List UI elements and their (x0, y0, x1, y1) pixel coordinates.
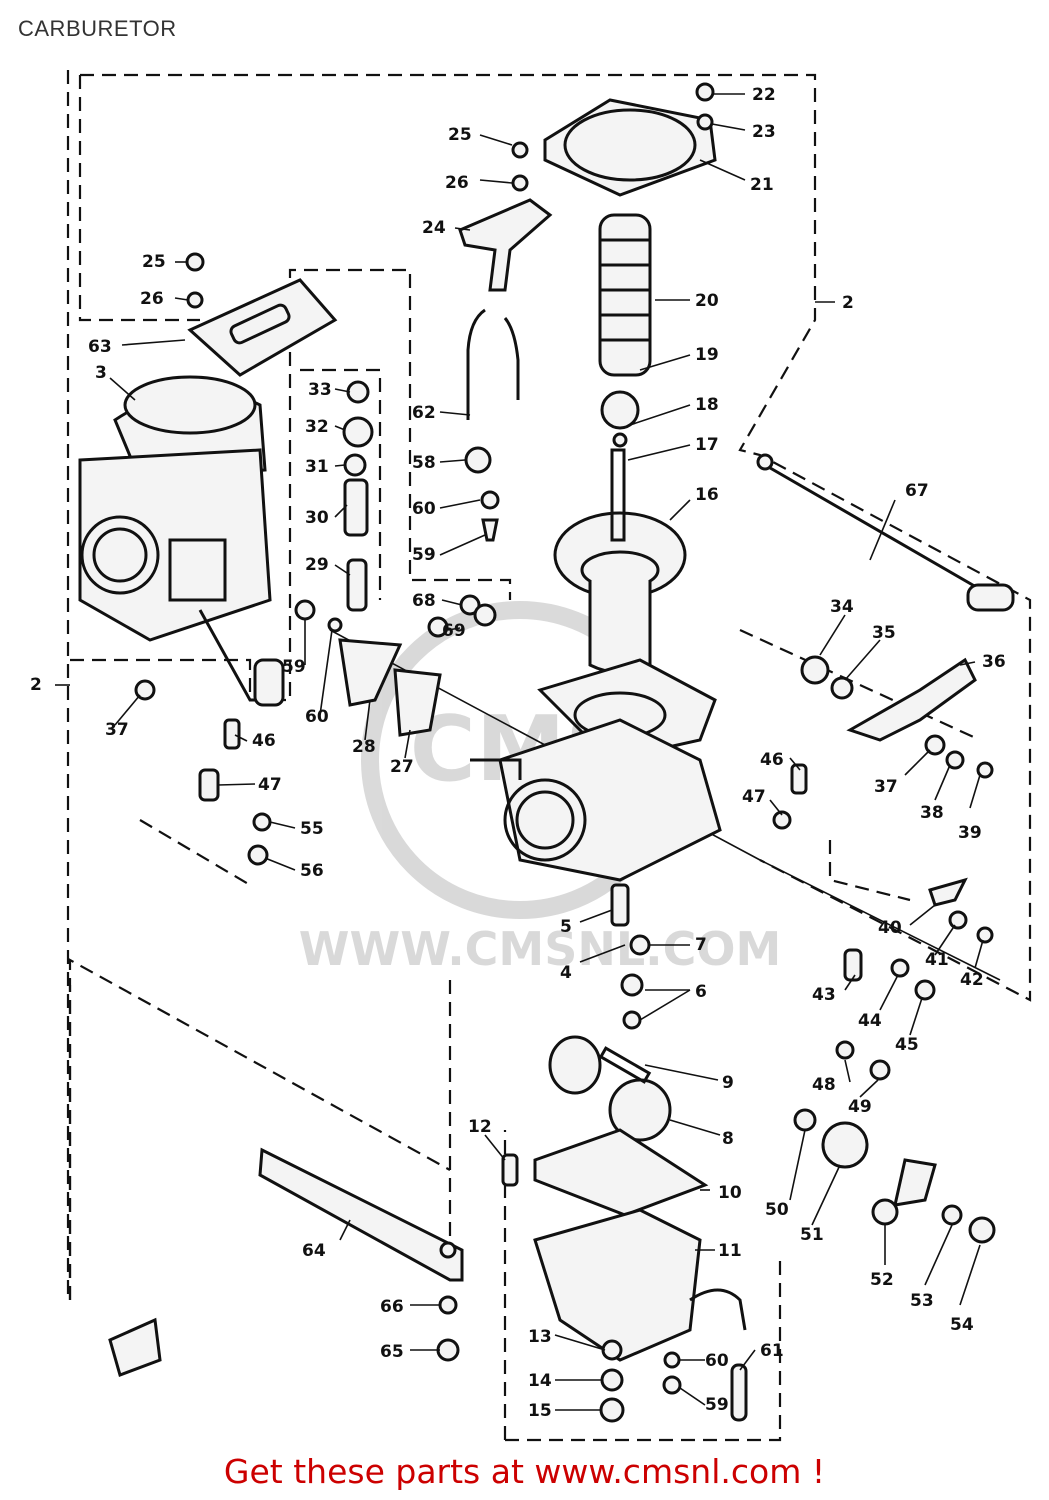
callout-59: 59 (412, 545, 436, 565)
callout-37: 37 (105, 720, 129, 740)
callout-2: 2 (842, 293, 854, 313)
callout-10: 10 (718, 1183, 742, 1203)
cover-plate (187, 278, 338, 377)
callout-60: 60 (412, 499, 436, 519)
callout-11: 11 (718, 1241, 742, 1261)
callout-40: 40 (878, 918, 902, 938)
callout-25: 25 (142, 252, 166, 272)
callout-26: 26 (140, 289, 164, 309)
callout-36: 36 (982, 652, 1006, 672)
callout-21: 21 (750, 175, 774, 195)
callout-59: 59 (705, 1395, 729, 1415)
callout-62: 62 (412, 403, 436, 423)
float-assembly (533, 1035, 748, 1422)
callout-54: 54 (950, 1315, 974, 1335)
callout-56: 56 (300, 861, 324, 881)
callout-42: 42 (960, 970, 984, 990)
carburetor-body-left (78, 375, 285, 707)
callout-34: 34 (830, 597, 854, 617)
callout-43: 43 (812, 985, 836, 1005)
top-cap (543, 98, 717, 197)
callout-31: 31 (305, 457, 329, 477)
callout-17: 17 (695, 435, 719, 455)
link-rod (764, 463, 991, 597)
callout-46: 46 (252, 731, 276, 751)
callout-63: 63 (88, 337, 112, 357)
callout-66: 66 (380, 1297, 404, 1317)
callout-44: 44 (858, 1011, 882, 1031)
callout-27: 27 (390, 757, 414, 777)
callout-14: 14 (528, 1371, 552, 1391)
callout-49: 49 (848, 1097, 872, 1117)
callout-55: 55 (300, 819, 324, 839)
callout-20: 20 (695, 291, 719, 311)
callout-58: 58 (412, 453, 436, 473)
small-parts (108, 82, 996, 1423)
page-title: CARBURETOR (18, 16, 177, 41)
leader-lines (55, 93, 984, 1411)
bracket (458, 198, 553, 292)
callout-7: 7 (695, 935, 707, 955)
assembly-boundaries (66, 70, 1032, 1442)
callout-23: 23 (752, 122, 776, 142)
callout-65: 65 (380, 1342, 404, 1362)
callout-28: 28 (352, 737, 376, 757)
callout-37: 37 (874, 777, 898, 797)
callout-69: 69 (442, 621, 466, 641)
callout-22: 22 (752, 85, 776, 105)
callout-48: 48 (812, 1075, 836, 1095)
callout-35: 35 (872, 623, 896, 643)
carburetor-body-right (470, 658, 722, 882)
callout-47: 47 (258, 775, 282, 795)
callout-24: 24 (422, 218, 446, 238)
callout-6: 6 (695, 982, 707, 1002)
callout-26: 26 (445, 173, 469, 193)
piston-diaphragm (553, 448, 687, 674)
callout-32: 32 (305, 417, 329, 437)
callout-51: 51 (800, 1225, 824, 1245)
callout-labels: 22 23 21 25 26 24 25 26 63 3 20 2 19 18 … (30, 85, 1006, 1421)
mounting-bracket (258, 1147, 464, 1282)
throttle-shaft-line (329, 629, 1001, 981)
callout-38: 38 (920, 803, 944, 823)
callout-61: 61 (760, 1341, 784, 1361)
callout-30: 30 (305, 508, 329, 528)
callout-15: 15 (528, 1401, 552, 1421)
callout-46: 46 (760, 750, 784, 770)
callout-41: 41 (925, 950, 949, 970)
callout-67: 67 (905, 481, 929, 501)
watermark-text: WWW.CMSNL.COM (299, 922, 782, 976)
vent-tube (466, 308, 520, 420)
callout-18: 18 (695, 395, 719, 415)
callout-59: 59 (282, 657, 306, 677)
callout-60: 60 (305, 707, 329, 727)
callout-19: 19 (695, 345, 719, 365)
callout-68: 68 (412, 591, 436, 611)
callout-9: 9 (722, 1073, 734, 1093)
callout-33: 33 (308, 380, 332, 400)
callout-8: 8 (722, 1129, 734, 1149)
callout-45: 45 (895, 1035, 919, 1055)
callout-39: 39 (958, 823, 982, 843)
callout-12: 12 (468, 1117, 492, 1137)
callout-16: 16 (695, 485, 719, 505)
callout-60: 60 (705, 1351, 729, 1371)
callout-50: 50 (765, 1200, 789, 1220)
callout-5: 5 (560, 917, 572, 937)
callout-52: 52 (870, 1270, 894, 1290)
footer-link-text[interactable]: Get these parts at www.cmsnl.com ! (223, 1452, 826, 1491)
spring (598, 213, 652, 377)
callout-64: 64 (302, 1241, 326, 1261)
callout-3: 3 (95, 363, 107, 383)
callout-29: 29 (305, 555, 329, 575)
callout-13: 13 (528, 1327, 552, 1347)
callout-53: 53 (910, 1291, 934, 1311)
callout-2-left: 2 (30, 675, 42, 695)
callout-25: 25 (448, 125, 472, 145)
callout-47: 47 (742, 787, 766, 807)
callout-4: 4 (560, 963, 572, 983)
